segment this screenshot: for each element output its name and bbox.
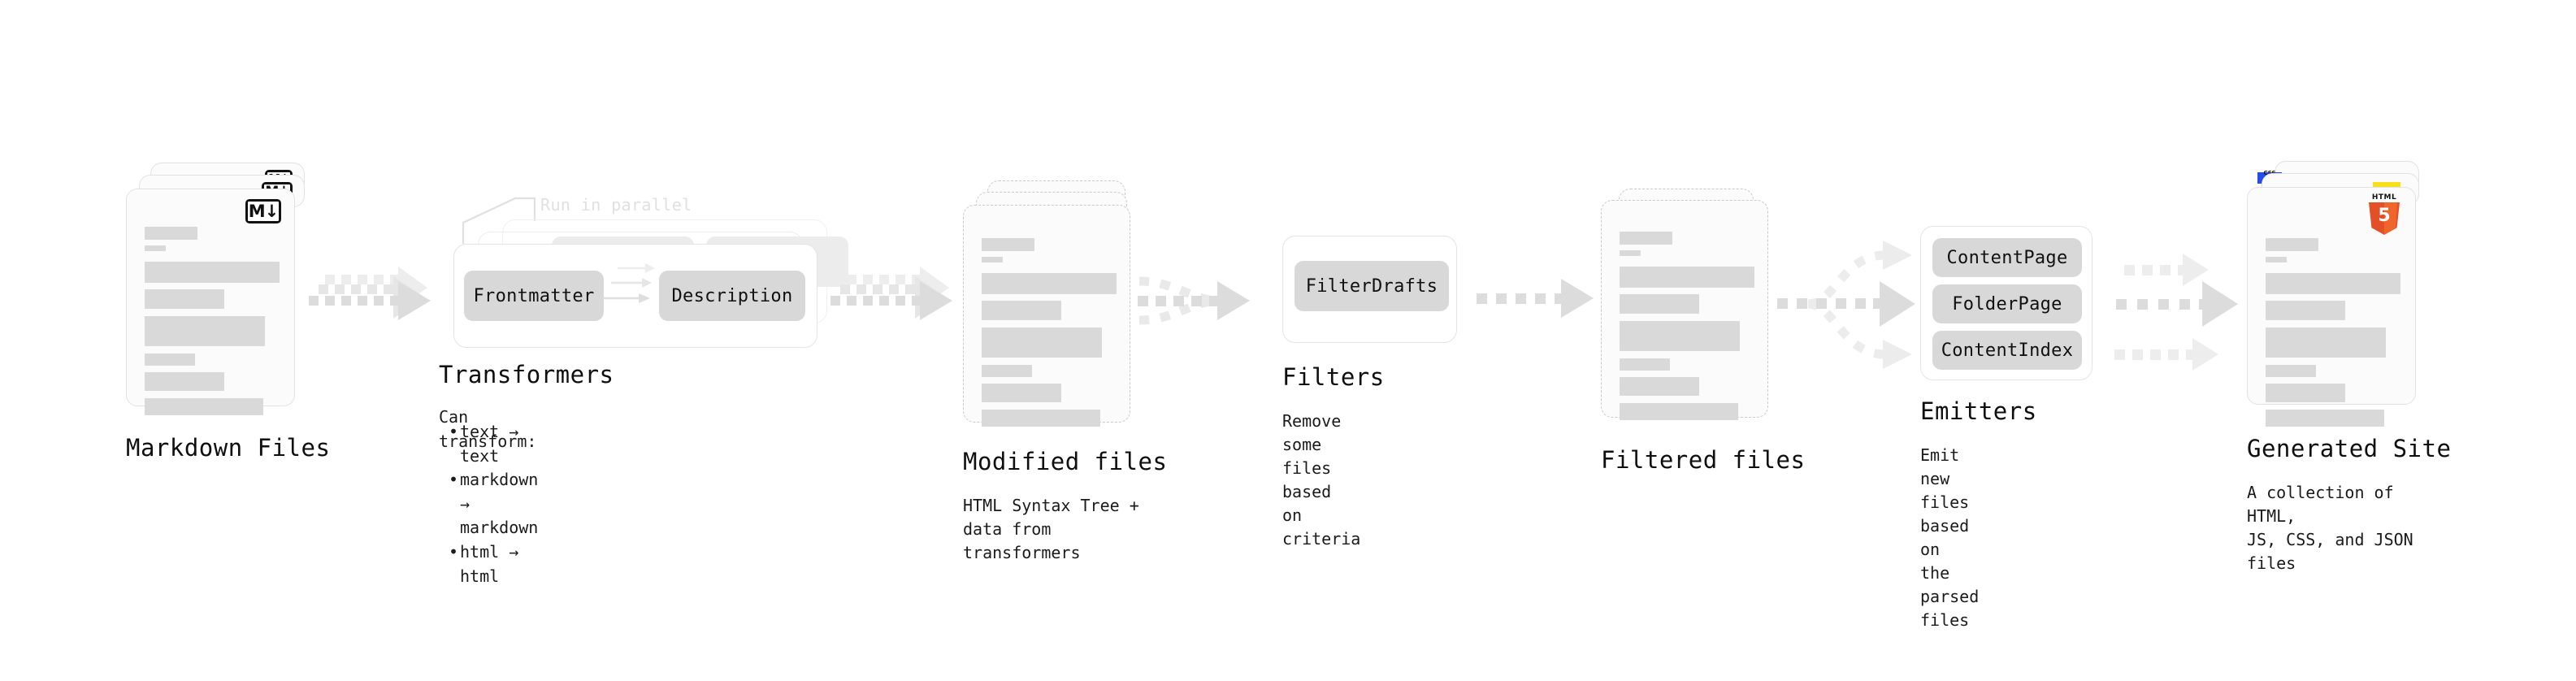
filtered-card-front — [1601, 200, 1768, 420]
content-bar — [1620, 403, 1738, 420]
content-bar — [145, 245, 166, 251]
stage-label-markdown-files: Markdown Files — [126, 434, 331, 462]
emitter-pill-contentpage[interactable]: ContentPage — [1932, 238, 2082, 277]
content-bar — [982, 257, 1003, 262]
run-in-parallel-bracket — [462, 197, 536, 244]
stage-modified-files: Modified files HTML Syntax Tree + data f… — [963, 180, 1167, 562]
stage-markdown-files: M↓ M↓ M↓ — [126, 163, 330, 462]
html5-icon-number: 5 — [2378, 205, 2391, 226]
content-bar — [2266, 384, 2345, 402]
content-bar — [145, 262, 280, 283]
content-bar — [145, 354, 195, 366]
markdown-file-stack: M↓ M↓ M↓ — [126, 163, 313, 423]
markdown-card-front: M↓ — [126, 189, 295, 415]
content-bar — [145, 316, 265, 346]
content-bar — [1620, 294, 1699, 314]
content-bar — [2266, 327, 2386, 358]
transformer-group-front: Frontmatter Description — [453, 244, 817, 348]
emitter-pill-contentindex[interactable]: ContentIndex — [1932, 331, 2082, 370]
content-bar — [1620, 267, 1754, 288]
generated-card-front: HTML 5 — [2247, 187, 2416, 427]
modified-card-front — [963, 205, 1130, 427]
transformers-bullet-list: text → text markdown → markdown html → h… — [447, 420, 538, 588]
content-bar — [982, 301, 1061, 320]
html5-shield: 5 — [2369, 202, 2400, 235]
generated-site-stack: CSS HTML 5 — [2247, 161, 2450, 429]
filters-group-box: FilterDrafts — [1282, 236, 1457, 343]
stage-desc-emitters: Emit new files based on the parsed files — [1920, 445, 1980, 630]
stage-desc-modified-files: HTML Syntax Tree + data from transformer… — [963, 496, 1139, 562]
content-bar — [1620, 358, 1670, 371]
content-bar — [145, 227, 197, 240]
connector-markdown-to-transformers — [309, 267, 431, 320]
run-in-parallel-label: Run in parallel — [540, 195, 692, 215]
transformer-pill-frontmatter[interactable]: Frontmatter — [464, 271, 604, 321]
modified-card-content — [982, 238, 1117, 427]
content-bar — [2266, 410, 2384, 427]
content-bar — [1620, 377, 1699, 396]
markdown-icon: M↓ — [245, 199, 281, 223]
filtered-card-content — [1620, 232, 1754, 420]
stage-desc-filters: Remove some files based on criteria — [1282, 411, 1361, 549]
stage-label-modified-files: Modified files — [963, 448, 1168, 475]
content-bar — [2266, 365, 2316, 377]
transformers-bullet: text → text — [447, 420, 538, 468]
stage-filtered-files: Filtered files — [1601, 189, 1805, 474]
content-bar — [2266, 301, 2345, 320]
emitters-group-box: ContentPage FolderPage ContentIndex — [1920, 226, 2092, 380]
connector-filters-to-filtered-files — [1477, 279, 1594, 318]
emitter-pill-folderpage[interactable]: FolderPage — [1932, 284, 2082, 323]
content-bar — [982, 238, 1034, 251]
modified-file-stack — [963, 180, 1150, 440]
stage-label-emitters: Emitters — [1920, 397, 2037, 425]
stage-label-generated-site: Generated Site — [2247, 435, 2452, 462]
content-bar — [982, 273, 1117, 294]
transformer-pill-description[interactable]: Description — [659, 271, 805, 321]
stage-desc-generated-site: A collection of HTML, JS, CSS, and JSON … — [2247, 483, 2413, 573]
connector-emitters-to-generated-site — [2114, 254, 2238, 371]
stage-label-filters: Filters — [1282, 363, 1385, 391]
content-bar — [145, 372, 224, 391]
stage-label-filtered-files: Filtered files — [1601, 446, 1806, 474]
content-bar — [145, 398, 263, 415]
stage-label-transformers: Transformers — [439, 361, 614, 388]
stage-generated-site: CSS HTML 5 — [2247, 161, 2451, 573]
content-bar — [2266, 238, 2318, 251]
transformer-inner-arrows — [603, 263, 655, 303]
markdown-card-content — [145, 227, 280, 415]
content-bar — [145, 289, 224, 309]
connector-transformers-to-modified-files — [830, 267, 952, 320]
content-bar — [982, 327, 1102, 358]
html5-icon: HTML 5 — [2366, 194, 2402, 235]
content-bar — [982, 365, 1032, 377]
transformers-bullet: markdown → markdown — [447, 468, 538, 540]
content-bar — [1620, 232, 1672, 245]
filter-pill-filterdrafts[interactable]: FilterDrafts — [1295, 261, 1449, 311]
content-bar — [982, 410, 1100, 427]
content-bar — [2266, 273, 2400, 294]
transformers-bullet: html → html — [447, 540, 538, 588]
connector-filtered-files-to-emitters — [1777, 241, 1915, 369]
content-bar — [982, 384, 1061, 402]
connector-modified-files-to-filters — [1138, 276, 1250, 325]
content-bar — [1620, 321, 1740, 351]
filtered-file-stack — [1601, 189, 1788, 449]
generated-card-content — [2266, 238, 2400, 427]
content-bar — [2266, 257, 2287, 262]
content-bar — [1620, 250, 1641, 256]
html5-icon-label: HTML — [2371, 193, 2397, 202]
